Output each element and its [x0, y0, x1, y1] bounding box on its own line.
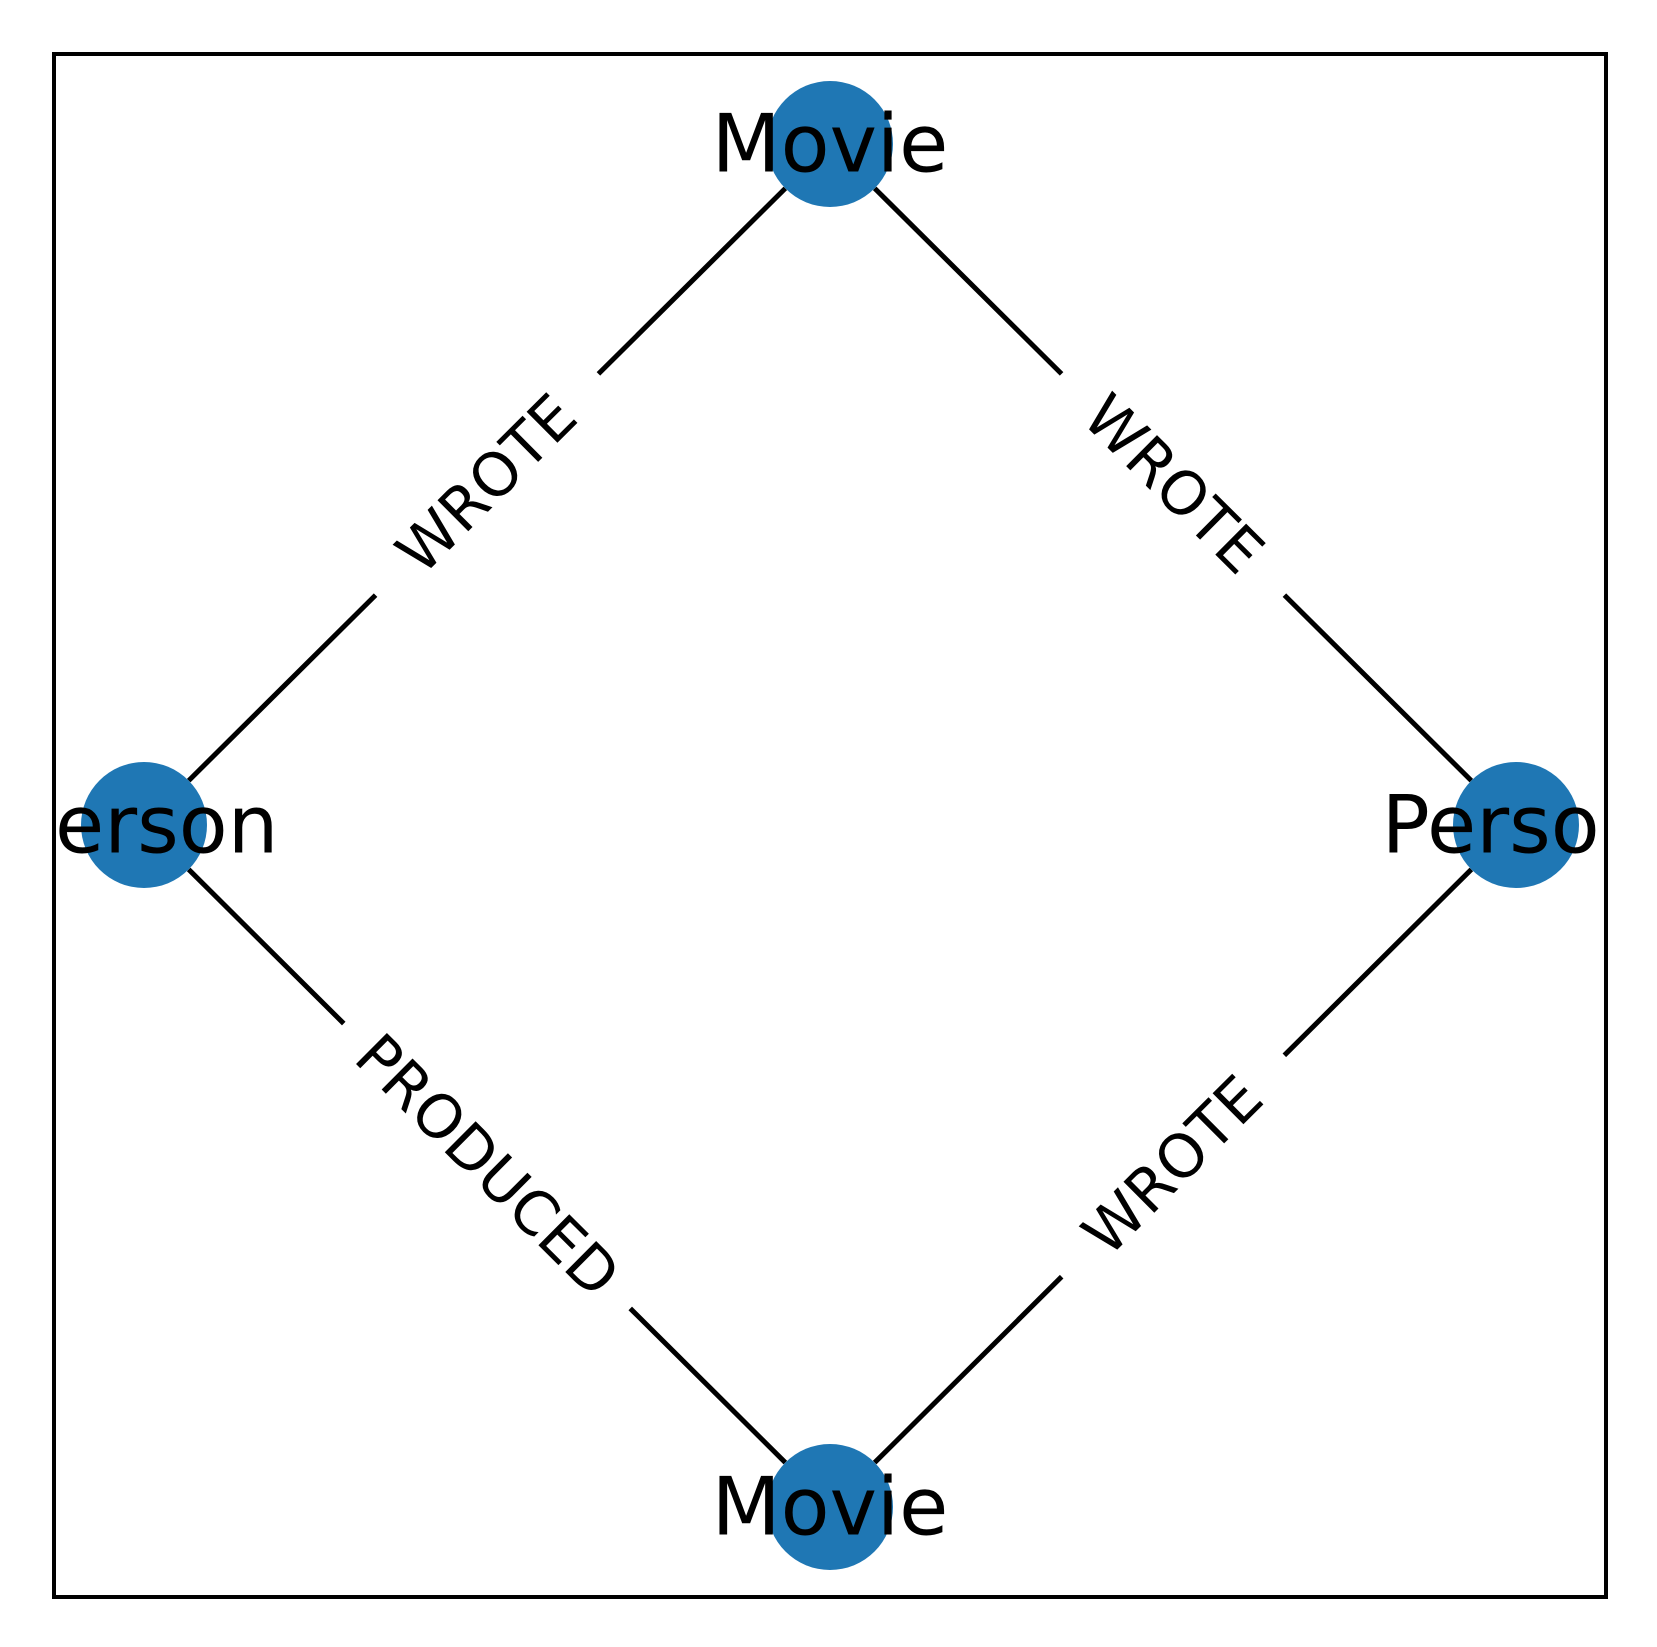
node-label: Person: [10, 779, 279, 872]
node-circle: [767, 81, 893, 207]
edge-label: WROTE: [1069, 381, 1276, 588]
edge-line-segment: [1282, 593, 1474, 783]
node-movie-bottom: Movie: [712, 1444, 949, 1570]
edge-line-segment: [1282, 867, 1474, 1058]
edge-label: WROTE: [1069, 1063, 1276, 1270]
node-label: Movie: [712, 98, 949, 191]
node-movie-top: Movie: [712, 81, 949, 207]
edge-line-segment: [628, 1306, 788, 1465]
edge-line-segment: [872, 1274, 1064, 1465]
node-label: Person: [1382, 779, 1651, 872]
edge-person-left-to-movie-top: WROTE: [186, 186, 788, 783]
edge-line-segment: [872, 186, 1064, 376]
edge-person-right-to-movie-top: WROTE: [872, 186, 1474, 783]
edge-person-right-to-movie-bottom: WROTE: [872, 867, 1474, 1465]
node-person-right: Person: [1382, 762, 1651, 888]
node-circle: [1453, 762, 1579, 888]
node-circle: [81, 762, 207, 888]
edge-line-segment: [596, 186, 788, 376]
plot-frame: [52, 52, 1608, 1599]
edge-person-left-to-movie-bottom: PRODUCED: [186, 867, 788, 1465]
edge-line-segment: [186, 867, 346, 1026]
edge-label: PRODUCED: [341, 1021, 632, 1311]
node-person-left: Person: [10, 762, 279, 888]
node-label: Movie: [712, 1461, 949, 1554]
edges-layer: WROTE WROTE PRODUCED WROTE: [186, 186, 1474, 1465]
edge-line-segment: [186, 593, 378, 783]
edge-label: WROTE: [383, 381, 590, 588]
node-circle: [767, 1444, 893, 1570]
